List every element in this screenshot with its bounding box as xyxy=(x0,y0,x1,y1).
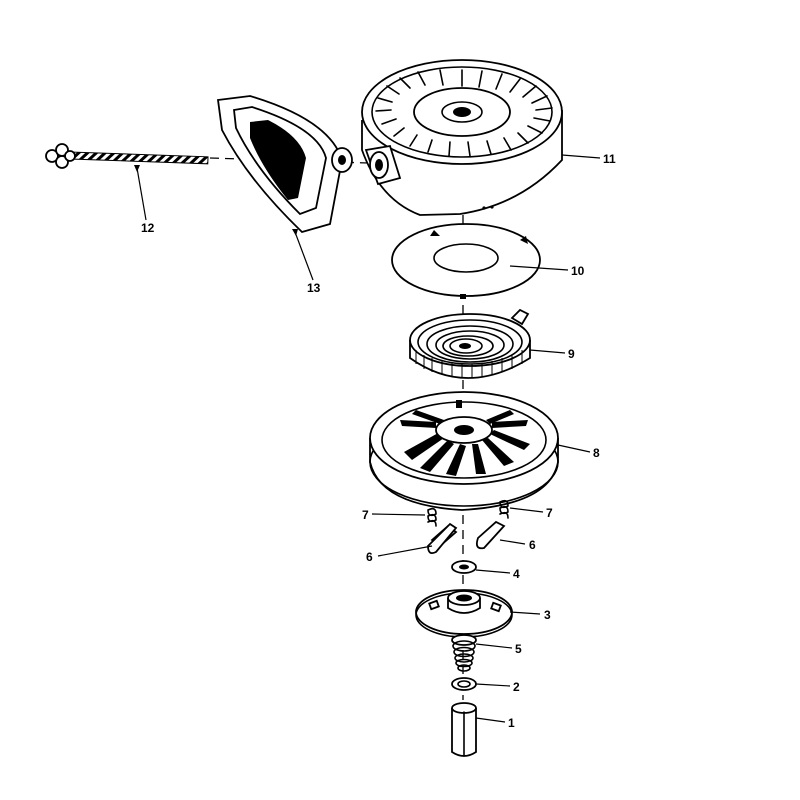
washer-part xyxy=(451,560,477,574)
label-part-10: 10 xyxy=(571,264,585,278)
label-part-6-right: 6 xyxy=(529,538,536,552)
spring-coil-edges xyxy=(415,350,523,378)
label-part-3: 3 xyxy=(544,608,551,622)
label-part-1: 1 xyxy=(508,716,515,730)
pulley-vanes xyxy=(400,410,530,476)
label-part-12: 12 xyxy=(141,221,155,235)
label-part-13: 13 xyxy=(307,281,321,295)
label-part-11: 11 xyxy=(603,152,616,166)
retainer-ring-part xyxy=(451,677,477,691)
rope-knot xyxy=(45,143,76,169)
center-pin-part xyxy=(451,702,477,757)
recoil-spring-part xyxy=(409,308,531,379)
brake-cam-part xyxy=(415,589,513,638)
pawl-spring-left-part xyxy=(427,507,437,527)
label-part-4: 4 xyxy=(513,567,520,581)
label-part-6-left: 6 xyxy=(366,550,373,564)
retainer-plate-part xyxy=(391,223,541,299)
label-part-2: 2 xyxy=(513,680,520,694)
starter-housing-part xyxy=(361,59,563,216)
part-labels: 11 10 9 8 7 7 6 6 4 3 5 2 1 12 13 xyxy=(141,152,616,730)
housing-vents xyxy=(375,69,553,157)
rope-pulley-part xyxy=(369,391,559,511)
pawl-right-part xyxy=(475,520,506,550)
label-part-7-right: 7 xyxy=(546,506,553,520)
rope-outlet-boss xyxy=(364,144,402,186)
label-part-7-left: 7 xyxy=(362,508,369,522)
starter-handle-part xyxy=(216,95,353,234)
pawl-spring-right-part xyxy=(499,499,509,519)
label-part-5: 5 xyxy=(515,642,522,656)
brake-spring-part xyxy=(451,634,477,672)
label-part-8: 8 xyxy=(593,446,600,460)
pawl-left-part xyxy=(427,522,458,555)
label-part-9: 9 xyxy=(568,347,575,361)
